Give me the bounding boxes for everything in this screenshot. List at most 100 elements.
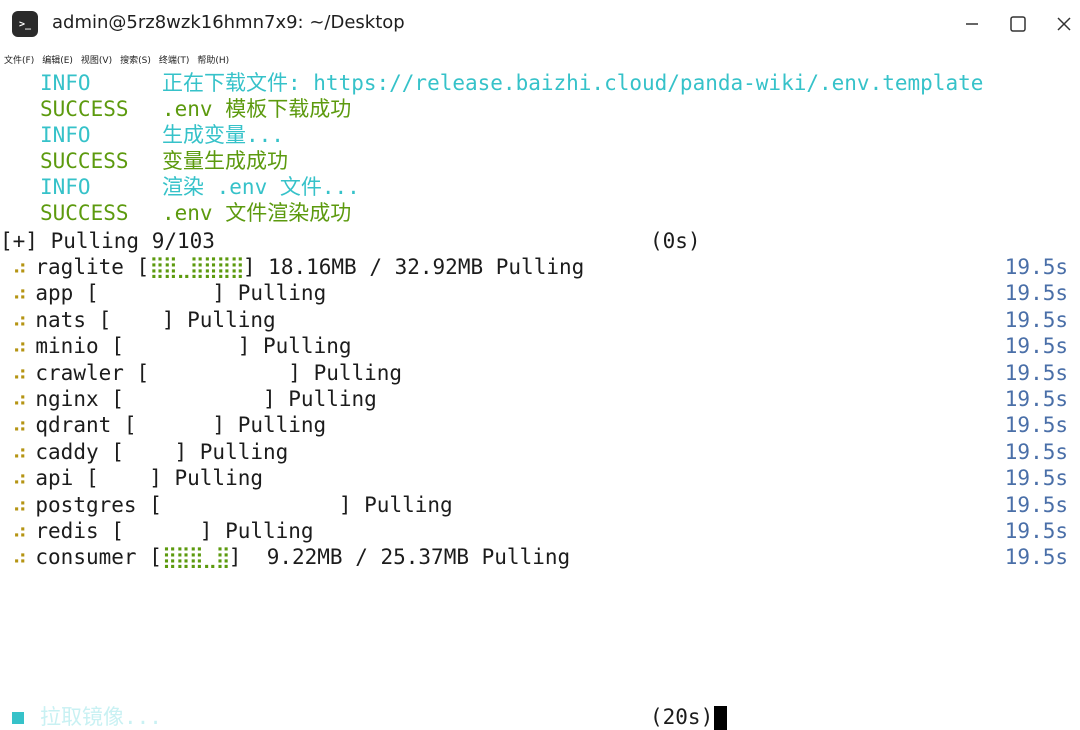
pull-time: 19.5s (1004, 439, 1068, 464)
spinner-icon: ⠴ (12, 307, 28, 332)
spinner-icon: ⠴ (12, 519, 28, 543)
pull-name: nats (35, 307, 86, 332)
pull-time: 19.5s (1004, 492, 1068, 517)
pull-time: 19.5s (1004, 307, 1068, 332)
pull-time: 19.5s (1004, 387, 1068, 411)
pull-row: ⠴caddy [ ] Pulling (0, 439, 288, 465)
pull-status: Pulling (174, 466, 264, 491)
pull-row: ⠴minio [ ] Pulling (0, 333, 352, 359)
pull-name: redis (35, 519, 99, 543)
pull-row: ⠴nats [ ] Pulling (0, 307, 276, 333)
text-cursor (714, 706, 728, 730)
pull-status: Pulling (313, 360, 403, 385)
spinner-icon: ⠴ (12, 387, 28, 411)
spinner-icon: ⠴ (12, 334, 28, 359)
pull-name: api (35, 466, 74, 491)
spinner-icon: ⠴ (12, 545, 28, 570)
pull-name: minio (35, 334, 99, 359)
pull-row: ⠴postgres [ ] Pulling (0, 492, 453, 518)
minimize-icon (966, 23, 978, 25)
pull-time: 19.5s (1004, 545, 1068, 570)
progress-gap (137, 413, 213, 437)
pull-row: ⠴consumer [⣿⣿⣿⣀⣿] 9.22MB / 25.37MB Pulli… (0, 544, 570, 570)
progress-gap (162, 493, 339, 517)
footer-time: (20s) (650, 704, 728, 730)
pull-time: 19.5s (1004, 360, 1068, 385)
window-title: admin@5rz8wzk16hmn7x9: ~/Desktop (52, 12, 405, 33)
progress-gap (111, 308, 162, 332)
menu-file[interactable]: 文件(F) (4, 55, 35, 66)
spinner-icon: ⠴ (12, 439, 28, 464)
pull-row: ⠴api [ ] Pulling (0, 465, 263, 491)
pull-name: crawler (35, 360, 124, 385)
progress-gap (99, 466, 150, 490)
minimize-button[interactable] (958, 10, 986, 38)
terminal-app-icon: >_ (12, 11, 38, 37)
progress-gap (124, 440, 175, 464)
spinner-icon: ⠴ (12, 255, 28, 279)
pull-row: ⠴raglite [⣿⣿⣀⣿⣿⣿⣿] 18.16MB / 32.92MB Pul… (0, 254, 584, 280)
progress-gap (149, 361, 288, 385)
pull-time: 19.5s (1004, 466, 1068, 491)
pull-size: 18.16MB / 32.92MB (268, 255, 484, 279)
menu-help[interactable]: 帮助(H) (197, 55, 230, 66)
pull-time: 19.5s (1004, 281, 1068, 306)
pull-name: consumer (35, 545, 137, 570)
pull-row: ⠴app [ ] Pulling (0, 280, 326, 306)
close-button[interactable] (1050, 10, 1078, 38)
menu-edit[interactable]: 编辑(E) (42, 55, 73, 66)
pull-time: 19.5s (1004, 413, 1068, 438)
pull-size: 9.22MB / 25.37MB (254, 545, 469, 570)
spinner-icon: ⠴ (12, 466, 28, 491)
pull-status: Pulling (237, 281, 327, 306)
menu-terminal[interactable]: 终端(T) (158, 55, 190, 66)
pull-row: ⠴nginx [ ] Pulling (0, 386, 377, 412)
pull-name: raglite (35, 255, 124, 279)
footer-status: 拉取镜像... (12, 704, 162, 730)
pull-status: Pulling (481, 545, 571, 570)
pull-status: Pulling (225, 519, 314, 543)
menu-bar: 文件(F) 编辑(E) 视图(V) 搜索(S) 终端(T) 帮助(H) (0, 50, 1080, 68)
menu-search[interactable]: 搜索(S) (120, 55, 151, 66)
spinner-icon: ⠴ (12, 281, 28, 306)
progress-gap (124, 519, 200, 543)
pull-name: qdrant (35, 413, 112, 438)
pull-time: 19.5s (1004, 255, 1068, 279)
spinner-icon: ⠴ (12, 360, 28, 385)
title-bar: >_ admin@5rz8wzk16hmn7x9: ~/Desktop (0, 0, 1080, 48)
progress-bar: ⣿⣿⣿⣀⣿ (161, 545, 231, 570)
log-line: SUCCESS.env 模板下载成功 (40, 97, 352, 121)
progress-gap (99, 281, 213, 305)
pull-time: 19.5s (1004, 519, 1068, 543)
pull-time: 19.5s (1004, 334, 1068, 359)
spinner-icon: ⠴ (12, 413, 28, 438)
pull-name: postgres (35, 492, 137, 517)
progress-gap (124, 387, 263, 411)
pull-status: Pulling (263, 334, 352, 359)
progress-bar: ⣿⣿⣀⣿⣿⣿⣿ (149, 255, 245, 279)
pull-row: ⠴qdrant [ ] Pulling (0, 412, 326, 438)
pull-row: ⠴crawler [ ] Pulling (0, 360, 402, 386)
maximize-icon (1010, 16, 1026, 32)
pull-status: Pulling (187, 307, 276, 332)
pull-name: app (35, 281, 74, 306)
close-icon (1057, 17, 1071, 31)
pull-name: nginx (35, 387, 99, 411)
pull-status: Pulling (237, 413, 327, 438)
pull-status: Pulling (288, 387, 377, 411)
pull-status: Pulling (495, 255, 585, 279)
pull-status: Pulling (364, 492, 453, 517)
menu-view[interactable]: 视图(V) (80, 55, 113, 66)
pull-row: ⠴redis [ ] Pulling (0, 518, 314, 544)
pull-name: caddy (35, 439, 99, 464)
spinner-icon: ⠴ (12, 492, 28, 517)
maximize-button[interactable] (1004, 10, 1032, 38)
progress-gap (124, 334, 238, 358)
pull-status: Pulling (199, 439, 289, 464)
pull-header-time: (0s) (650, 229, 701, 253)
